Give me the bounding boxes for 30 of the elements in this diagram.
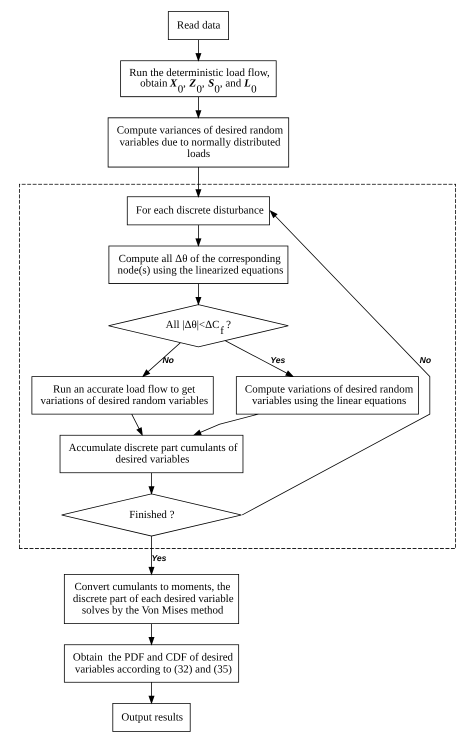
node-box: Compute variations of desired random variables using the linear equations (235, 376, 418, 414)
arrow (130, 414, 142, 436)
arrow (241, 210, 430, 516)
arrow (194, 96, 201, 119)
arrow (194, 40, 201, 62)
node-box: Compute variances of desired random variables due to normally distributed loads (107, 117, 289, 168)
arrow (148, 682, 154, 704)
node-box: For each discrete disturbance (126, 196, 270, 226)
arrow (148, 624, 154, 646)
node-box: Output results (112, 702, 190, 732)
node-box: Accumulate discrete part cumulants of desired variables (59, 434, 243, 474)
edge-label: No (162, 355, 174, 366)
arrow (148, 472, 154, 495)
arrow (192, 414, 258, 436)
node-box: Run an accurate load flow to get variations of desired random variables (31, 376, 214, 414)
node-diamond: Finished ? (60, 493, 242, 536)
arrow (141, 342, 180, 378)
arrow (194, 166, 201, 198)
edge-label: Yes (151, 552, 166, 563)
node-box: Read data (167, 11, 228, 40)
arrow (194, 283, 201, 306)
node-box: Convert cumulants to moments, the discrete part of each desired variable solves by the Von Mises method (63, 574, 239, 624)
arrow (194, 224, 201, 247)
cluster (18, 184, 456, 549)
arrow (148, 536, 154, 576)
edge-label: No (419, 355, 431, 366)
arrow (224, 340, 294, 378)
edge-label: Yes (270, 355, 285, 366)
node-box: Obtain the PDF and CDF of desired variables according to (32) and (35) (63, 644, 239, 683)
node-box: Compute all Δθ of the corresponding node(s) using the linearized equations (108, 246, 288, 284)
